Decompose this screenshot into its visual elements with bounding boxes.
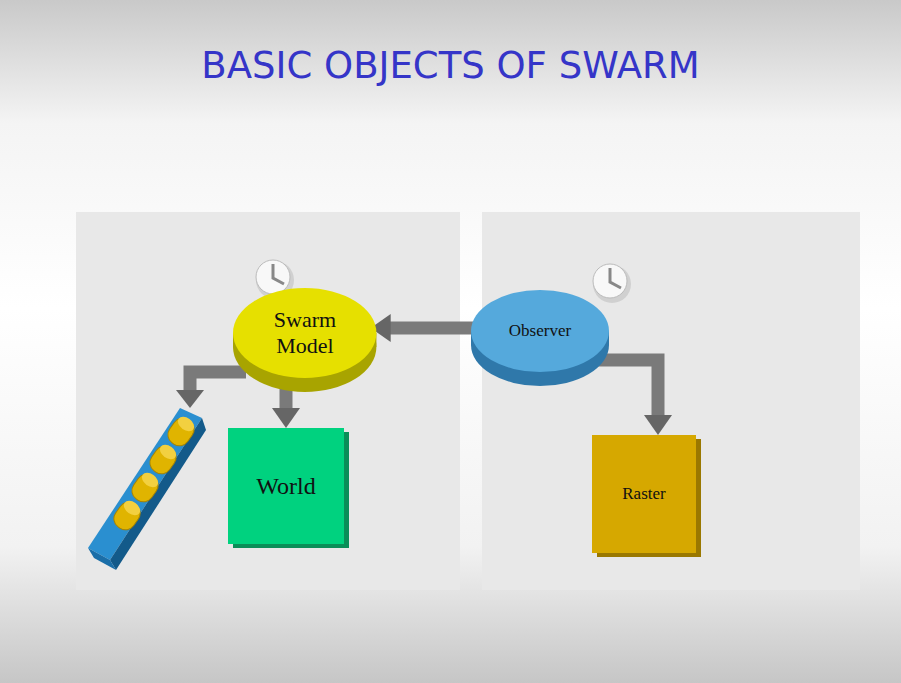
slide-title: BASIC OBJECTS OF SWARM bbox=[0, 44, 901, 87]
node-label: Raster bbox=[622, 484, 665, 504]
node-label: Swarm Model bbox=[259, 307, 351, 360]
list-arrow bbox=[176, 372, 246, 408]
block-arrow bbox=[592, 360, 658, 421]
observer-disc: Observer bbox=[471, 290, 609, 386]
observer-panel bbox=[482, 212, 860, 590]
world-box: World bbox=[228, 428, 344, 544]
raster-box: Raster bbox=[592, 435, 696, 553]
node-label: World bbox=[256, 472, 315, 501]
node-label: Observer bbox=[509, 321, 571, 341]
agent-list bbox=[88, 408, 206, 570]
model-panel bbox=[76, 212, 460, 590]
block-arrow bbox=[385, 322, 481, 335]
clock-icon bbox=[593, 264, 631, 303]
swarm-model-disc: Swarm Model bbox=[233, 288, 376, 392]
